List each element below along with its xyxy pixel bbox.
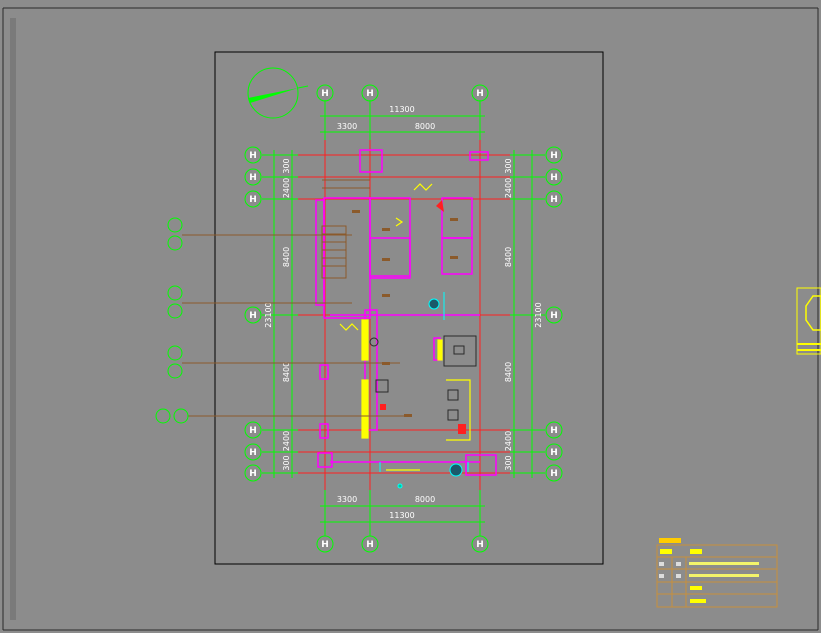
svg-text:H: H [550,469,558,479]
grid-bubble: H [545,421,563,439]
grid-bubbles-top: H H H [316,84,489,102]
svg-text:H: H [249,151,257,161]
grid-bubble: H [361,535,379,553]
dim-top-right: 8000 [415,122,435,131]
staircase [321,179,370,279]
title-block-mark [660,549,672,554]
grid-bubbles-left: H H H H H H H [244,146,262,482]
dim-top-left: 3300 [337,122,357,131]
svg-text:H: H [366,540,374,550]
dim-bottom-left: 3300 [337,495,357,504]
grid-bubble: H [244,421,262,439]
grid-bubble: H [244,306,262,324]
dim-lines-right [510,150,545,478]
callout-bubble [167,345,183,361]
grid-bubbles-bottom: H H H [316,535,489,553]
grid-bubble: H [545,168,563,186]
dim-lines-top [320,100,485,140]
dim-right-seg-3: 8400 [504,247,513,267]
dim-right-seg-5: 2400 [504,431,513,451]
grid-bubble: H [244,168,262,186]
dim-left-seg-3: 8400 [282,247,291,267]
grid-bubble: H [471,535,489,553]
dim-right-seg-1: 300 [504,158,513,173]
grid-bubble: H [361,84,379,102]
dim-right-total: 23100 [534,302,543,327]
equipment-details [369,335,477,421]
callouts-left [155,217,404,424]
title-block-tag [659,538,681,543]
grid-bubble: H [545,146,563,164]
svg-text:H: H [249,448,257,458]
svg-text:H: H [249,469,257,479]
dim-lines-bottom [320,490,485,536]
svg-text:H: H [550,448,558,458]
yellow-annotations [339,183,471,471]
svg-text:H: H [321,540,329,550]
grid-bubble: H [545,443,563,461]
grid-bubble: H [244,146,262,164]
dim-right-seg-2: 2400 [504,178,513,198]
dim-bottom-total: 11300 [389,511,414,520]
svg-text:H: H [550,151,558,161]
callout-bubble [167,363,183,379]
dim-top-total: 11300 [389,105,414,114]
title-block-mark [690,549,702,554]
dim-left-seg-6: 300 [282,455,291,470]
floor-plan-walls [315,149,497,476]
dim-right-seg-6: 300 [504,455,513,470]
svg-text:H: H [249,311,257,321]
callout-bubble [167,235,183,251]
hexagon-marker-icon [796,287,821,355]
svg-text:H: H [476,540,484,550]
dim-left-seg-2: 2400 [282,178,291,198]
dim-left-seg-4: 8400 [282,362,291,382]
svg-text:H: H [476,89,484,99]
callout-bubble [167,303,183,319]
svg-text:H: H [550,311,558,321]
callout-bubble [173,408,189,424]
grid-bubble: H [316,535,334,553]
svg-text:H: H [366,89,374,99]
dim-right-seg-4: 8400 [504,362,513,382]
svg-text:H: H [550,426,558,436]
dim-lines-left [262,150,298,478]
callout-bubble [167,217,183,233]
svg-text:H: H [249,173,257,183]
svg-text:H: H [550,195,558,205]
svg-text:H: H [249,195,257,205]
dim-left-seg-5: 2400 [282,431,291,451]
callout-bubble [155,408,171,424]
drawing-frame [214,51,604,565]
north-arrow-icon [247,67,309,119]
grid-bubble: H [244,464,262,482]
grid-bubble: H [545,190,563,208]
cyan-fixtures [379,292,469,489]
grid-bubble: H [545,464,563,482]
svg-text:H: H [321,89,329,99]
grid-bubble: H [545,306,563,324]
svg-text:H: H [249,426,257,436]
dim-left-total: 23100 [264,302,273,327]
dim-left-seg-1: 300 [282,158,291,173]
grid-bubble: H [316,84,334,102]
svg-text:H: H [550,173,558,183]
grid-bubble: H [244,190,262,208]
grid-bubble: H [244,443,262,461]
callout-bubble [167,285,183,301]
grid-bubble: H [471,84,489,102]
grid-bubbles-right: H H H H H H H [545,146,563,482]
red-fixtures [380,200,466,434]
dim-bottom-right: 8000 [415,495,435,504]
title-block [656,538,778,608]
